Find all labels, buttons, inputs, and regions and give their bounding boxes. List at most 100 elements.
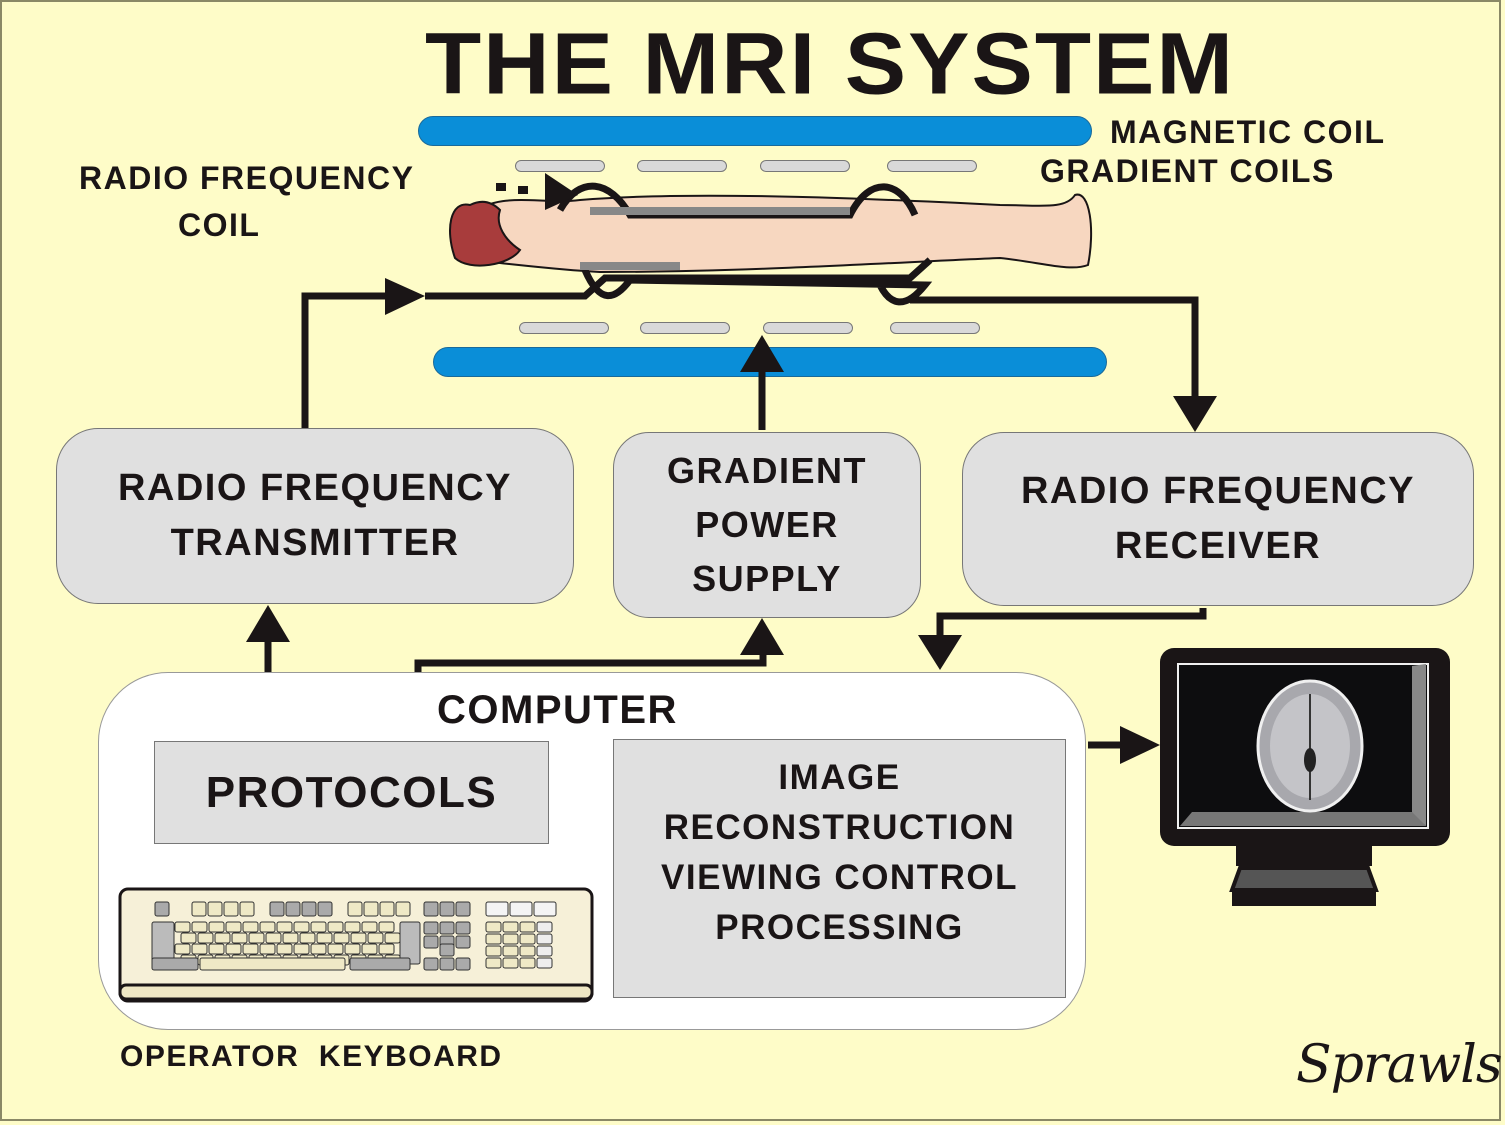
- keyboard-key: [259, 943, 276, 955]
- keyboard-key: [439, 957, 455, 971]
- keyboard-key: [519, 945, 536, 957]
- tx-wire: [301, 292, 395, 428]
- keyboard-keys: [151, 901, 557, 971]
- keyboard-key: [214, 932, 231, 944]
- keyboard-key: [154, 901, 170, 917]
- keyboard-key: [316, 932, 333, 944]
- keyboard-key: [439, 921, 455, 935]
- monitor-stand: [1229, 866, 1379, 892]
- monitor-base: [1232, 892, 1376, 906]
- gradient-coil: [519, 322, 609, 334]
- wires: [264, 257, 1207, 749]
- keyboard-key: [151, 957, 199, 971]
- brain-ventricle: [1304, 748, 1316, 772]
- keyboard-key: [519, 957, 536, 969]
- keyboard-key: [174, 921, 191, 933]
- rf-indicator-dot: [518, 186, 528, 194]
- keyboard-key: [248, 932, 265, 944]
- rf-receiver-line1: RADIO FREQUENCY: [1020, 470, 1416, 512]
- keyboard-key: [455, 921, 471, 935]
- keyboard-key: [502, 921, 519, 933]
- keyboard-key: [509, 901, 533, 917]
- gradient-coil: [890, 322, 980, 334]
- keyboard-key: [363, 901, 379, 917]
- gradient-power-line2: POWER: [695, 504, 839, 545]
- image-processing-line4: PROCESSING: [715, 908, 964, 947]
- keyboard-key: [455, 957, 471, 971]
- keyboard-key: [276, 943, 293, 955]
- keyboard-key: [395, 901, 411, 917]
- keyboard-key: [333, 932, 350, 944]
- keyboard-key: [317, 901, 333, 917]
- keyboard-key: [536, 945, 553, 957]
- keyboard-key: [208, 943, 225, 955]
- keyboard-key: [197, 932, 214, 944]
- keyboard-key: [208, 921, 225, 933]
- rf-coil-loop-lower: [581, 268, 933, 306]
- keyboard-key: [239, 901, 255, 917]
- keyboard-key: [191, 921, 208, 933]
- keyboard-key: [502, 957, 519, 969]
- magnetic-coil-label: MAGNETIC COIL: [1110, 114, 1386, 150]
- keyboard-key: [199, 957, 346, 971]
- gradient-coil: [760, 160, 850, 172]
- keyboard-key: [519, 921, 536, 933]
- keyboard-key: [455, 901, 471, 917]
- keyboard-key: [350, 932, 367, 944]
- keyboard-key: [519, 933, 536, 945]
- keyboard-key: [259, 921, 276, 933]
- arrow-right-icon: [385, 278, 425, 315]
- rf-receiver-line2: RECEIVER: [1114, 525, 1322, 567]
- coil-wire: [425, 257, 933, 300]
- keyboard-key: [225, 921, 242, 933]
- arrow-down-icon: [1173, 396, 1217, 432]
- keyboard-key: [439, 901, 455, 917]
- diagram-title: THE MRI SYSTEM: [424, 15, 1236, 113]
- rx-computer-wire: [936, 608, 1207, 640]
- monitor-neck: [1236, 846, 1372, 866]
- keyboard-key: [242, 943, 259, 955]
- keyboard-key: [223, 901, 239, 917]
- keyboard-key: [242, 921, 259, 933]
- keyboard-key: [180, 932, 197, 944]
- arrow-right-icon: [1120, 726, 1160, 764]
- rf-transmitter-block: RADIO FREQUENCY TRANSMITTER: [56, 428, 574, 604]
- keyboard-key: [423, 921, 439, 935]
- keyboard-key: [327, 943, 344, 955]
- rx-wire: [910, 296, 1199, 402]
- magnetic-coil-top: [418, 116, 1092, 146]
- keyboard-key: [269, 901, 285, 917]
- screen-bevel: [1180, 812, 1426, 826]
- gradient-coil: [763, 322, 853, 334]
- image-processing-block: IMAGE RECONSTRUCTION VIEWING CONTROL PRO…: [613, 739, 1066, 998]
- keyboard-key: [361, 943, 378, 955]
- coil-shadow: [590, 207, 850, 215]
- keyboard-key: [344, 921, 361, 933]
- keyboard-key: [485, 921, 502, 933]
- screen-bevel: [1412, 664, 1426, 826]
- keyboard-key: [361, 921, 378, 933]
- arrow-up-icon: [740, 335, 784, 372]
- arrow-down-icon: [918, 635, 962, 670]
- keyboard-key: [285, 901, 301, 917]
- keyboard-key: [378, 943, 395, 955]
- keyboard-key: [265, 932, 282, 944]
- keyboard-key: [347, 901, 363, 917]
- keyboard-key: [536, 933, 553, 945]
- computer-gradient-wire: [414, 652, 767, 672]
- gradient-power-supply-block: GRADIENT POWER SUPPLY: [613, 432, 921, 618]
- keyboard-key: [423, 901, 439, 917]
- keyboard-key: [293, 943, 310, 955]
- computer-title: COMPUTER: [437, 688, 678, 732]
- keyboard-key: [384, 932, 401, 944]
- gradient-coil: [637, 160, 727, 172]
- patient-illustration: [449, 173, 1093, 306]
- image-processing-line3: VIEWING CONTROL: [661, 858, 1018, 897]
- patient-hair: [449, 200, 522, 267]
- gradient-power-line1: GRADIENT: [667, 450, 867, 491]
- rf-coil-label-line2: COIL: [178, 207, 261, 243]
- operator-keyboard-label: OPERATOR KEYBOARD: [120, 1040, 503, 1073]
- author-signature: Sprawls: [1296, 1035, 1503, 1095]
